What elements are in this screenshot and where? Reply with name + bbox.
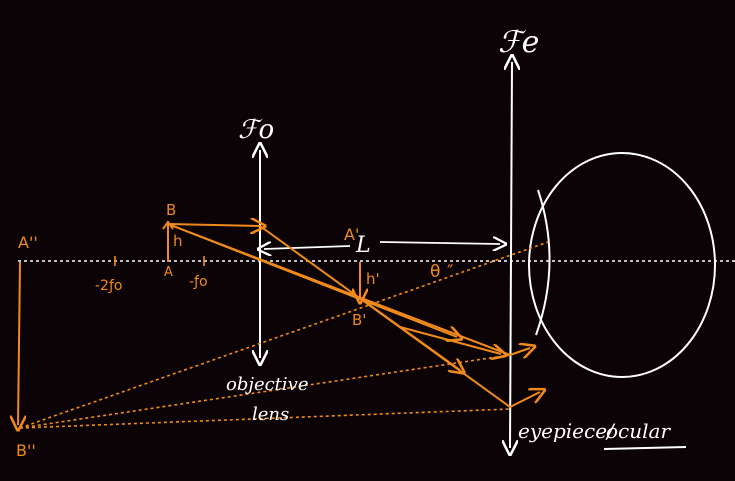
ray-to-eye-upper: [509, 348, 530, 355]
label-minus-fo: -ƒo: [189, 274, 208, 290]
label-eyepiece-focal: ℱe: [498, 25, 539, 60]
label-theta-prime: ″: [447, 262, 453, 282]
virtual-ray-2: [19, 354, 511, 429]
label-A: A: [164, 265, 173, 280]
eye-cornea: [535, 189, 551, 336]
label-minus-2fo: -2ƒo: [95, 278, 122, 294]
label-A-double: A'': [18, 233, 38, 252]
label-A-prime: A': [344, 225, 359, 244]
label-B: B: [166, 201, 176, 219]
label-objective-line2: lens: [252, 404, 289, 425]
distance-L-arrow-right: [379, 242, 500, 244]
label-theta: θ: [430, 262, 440, 282]
distance-L-arrow-left: [264, 246, 351, 249]
label-eyepiece: eyepiece/: [518, 419, 616, 443]
ray-lower-arrow: [359, 297, 460, 370]
final-image: [18, 261, 20, 425]
ray-to-eye-lower: [509, 392, 540, 408]
label-ocular: ocular: [606, 419, 671, 443]
ray-mid-arrow: [399, 326, 501, 354]
eyepiece-lens: [510, 62, 512, 448]
virtual-ray-3: [19, 408, 511, 429]
ocular-underline: [603, 446, 687, 450]
label-h-prime: h': [366, 270, 380, 288]
object-arrow: [162, 220, 174, 262]
ray-via-focus: [167, 223, 457, 337]
label-B-double: B'': [16, 441, 36, 460]
label-distance-L: L: [355, 233, 371, 258]
label-h: h: [173, 232, 183, 250]
ray-parallel: [167, 224, 260, 226]
label-objective-focal: ℱo: [238, 115, 274, 145]
label-B-prime: B': [352, 311, 366, 329]
label-objective-line1: objective: [226, 374, 309, 395]
eye-outline: [528, 152, 716, 378]
